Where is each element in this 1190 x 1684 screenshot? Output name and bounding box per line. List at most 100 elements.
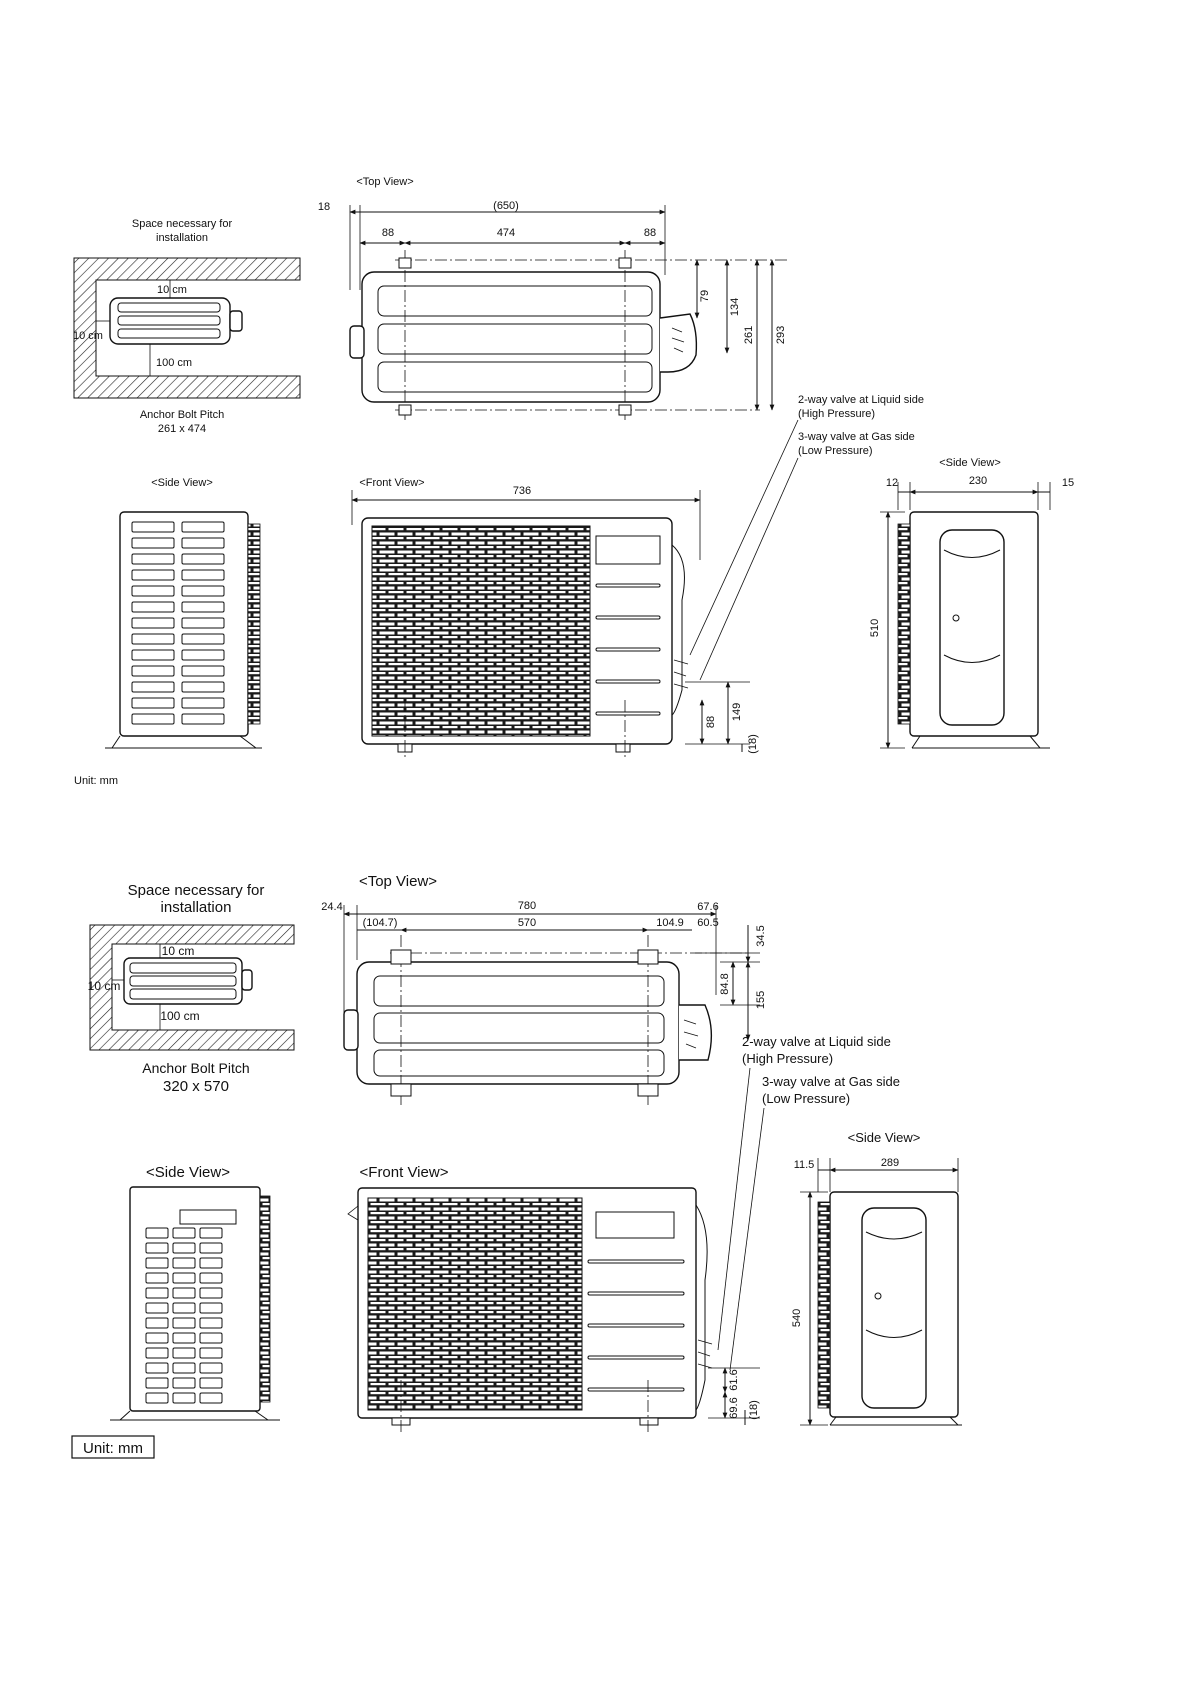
valve-detail — [671, 327, 685, 353]
valve-detail — [673, 659, 689, 689]
louver-cell — [145, 1392, 169, 1404]
dim-155-label: 155 — [755, 991, 767, 1009]
service-panel — [939, 529, 1005, 726]
louver-cell — [181, 649, 225, 661]
gas-valve-line1: 3-way valve at Gas side — [762, 1074, 900, 1089]
wall-hatching — [89, 924, 295, 1051]
dim-12-label: 12 — [886, 477, 898, 489]
dim-34-5-label: 34.5 — [755, 925, 767, 946]
side-louvers — [145, 1227, 223, 1404]
valve-block — [241, 969, 253, 991]
panel-contour — [943, 549, 1001, 663]
top-view-title: <Top View> — [356, 176, 413, 188]
install-title-line1: Space necessary for — [128, 882, 265, 899]
louver-cell — [145, 1317, 169, 1329]
dim-84-8-label: 84.8 — [719, 973, 731, 994]
top-view-1: <Top View> 18 (650) 88 474 88 — [318, 176, 790, 420]
bolt-foot — [637, 1083, 659, 1097]
louver-cell — [145, 1287, 169, 1299]
dim-510-label: 510 — [869, 619, 881, 637]
bolt-foot — [637, 949, 659, 965]
bolt-foot — [390, 1083, 412, 1097]
front-slat — [595, 615, 661, 620]
base-feet — [829, 1416, 962, 1426]
fan-grille — [367, 1197, 583, 1411]
side-view-left-1: <Side View> — [105, 477, 262, 749]
base-feet — [105, 735, 262, 749]
leader-line — [689, 419, 799, 656]
dim-bolt-pitch-label: 474 — [497, 227, 515, 239]
front-louvers — [595, 583, 661, 716]
louver-cell — [172, 1332, 196, 1344]
louver-cell — [131, 601, 175, 613]
front-slat — [587, 1291, 685, 1296]
top-view-2: <Top View> 24.4 780 (104.7) 570 104.9 67… — [321, 873, 767, 1105]
install-title-line2: installation — [161, 899, 232, 916]
valve-block — [229, 310, 243, 332]
louver-cell — [131, 569, 175, 581]
dim-69-6-label: 69.6 — [728, 1397, 740, 1418]
louver-cell — [181, 713, 225, 725]
fan-slot — [129, 988, 237, 1000]
dim-offset-left: 24.4 — [321, 901, 342, 913]
dim-540-label: 540 — [791, 1309, 803, 1327]
dim-offset-left: 18 — [318, 201, 330, 213]
dim-left-margin-label: (104.7) — [363, 917, 398, 929]
left-clearance-label: 10 cm — [88, 979, 121, 993]
fan-slot — [129, 975, 237, 987]
louver-cell — [145, 1227, 169, 1239]
fan-slot — [117, 328, 221, 339]
fan-slot — [377, 285, 653, 317]
foot — [639, 1417, 659, 1426]
liquid-valve-line1: 2-way valve at Liquid side — [798, 394, 924, 406]
liquid-valve-line1: 2-way valve at Liquid side — [742, 1034, 891, 1049]
panel-screw — [874, 1292, 882, 1300]
louver-cell — [131, 585, 175, 597]
service-panel — [861, 1207, 927, 1409]
dim-293-label: 293 — [775, 326, 787, 344]
dim-left-margin-label: 88 — [382, 227, 394, 239]
louver-cell — [145, 1332, 169, 1344]
dim-79-label: 79 — [699, 290, 711, 302]
fan-slot — [129, 962, 237, 974]
side-coil — [817, 1201, 831, 1409]
dim-134-label: 134 — [729, 298, 741, 316]
louver-cell — [172, 1227, 196, 1239]
install-title-line1: Space necessary for — [132, 218, 233, 230]
fan-slot — [373, 975, 665, 1007]
louver-cell — [172, 1392, 196, 1404]
louver-cell — [131, 521, 175, 533]
louver-cell — [131, 537, 175, 549]
louver-cell — [172, 1242, 196, 1254]
dim-bolt-pitch-label: 570 — [518, 917, 536, 929]
liquid-valve-line2: (High Pressure) — [798, 408, 875, 420]
dim-61-6-label: 61.6 — [728, 1369, 740, 1390]
side-view-right-title: <Side View> — [939, 457, 1001, 469]
louver-cell — [181, 601, 225, 613]
top-view-title: <Top View> — [359, 873, 437, 890]
valve-detail — [697, 1339, 713, 1369]
louver-cell — [181, 569, 225, 581]
front-louvers — [587, 1259, 685, 1392]
louver-cell — [131, 681, 175, 693]
louver-cell — [145, 1377, 169, 1389]
side-coil — [897, 523, 911, 725]
louver-cell — [181, 697, 225, 709]
rear-clearance-label: 100 cm — [156, 357, 192, 369]
dim-right-margin-label: 104.9 — [656, 917, 684, 929]
install-title-line2: installation — [156, 232, 208, 244]
side-coil — [247, 523, 261, 725]
louver-cell — [181, 537, 225, 549]
louver-cell — [172, 1317, 196, 1329]
louver-cell — [199, 1302, 223, 1314]
panel-screw — [952, 614, 960, 622]
front-view-1: <Front View> 736 88 149 (18) — [351, 477, 759, 760]
anchor-bolt-value: 261 x 474 — [158, 423, 206, 435]
rear-clearance-label: 100 cm — [160, 1009, 199, 1023]
anchor-bolt-value: 320 x 570 — [163, 1078, 229, 1095]
top-clearance-label: 10 cm — [162, 944, 195, 958]
side-coil — [259, 1195, 271, 1403]
diagram-1: Space necessary for installation 10 cm 1… — [73, 176, 1074, 787]
louver-cell — [199, 1377, 223, 1389]
